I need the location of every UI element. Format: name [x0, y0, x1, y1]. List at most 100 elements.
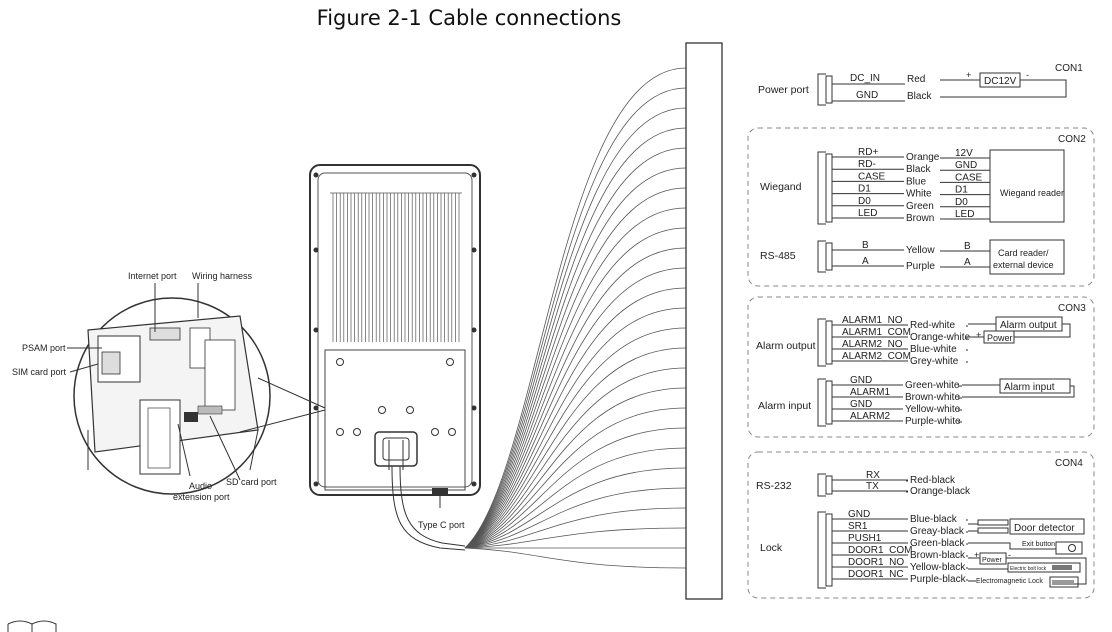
- alarm-out-rows-pin: ALARM2_NO: [842, 339, 903, 350]
- rs485-rows-target: B: [964, 241, 971, 252]
- rs485-rows-target: A: [964, 257, 971, 268]
- type-c-port-socket: [432, 488, 448, 494]
- fan-wire: [464, 187, 687, 549]
- wiegand-rows-target: 12V: [955, 148, 973, 159]
- fan-wire: [464, 127, 687, 549]
- fan-wire: [464, 147, 687, 549]
- power-port-group-label: Power port: [758, 84, 809, 96]
- alarm-out-rows-color: Blue-white: [910, 344, 957, 355]
- rs232-rows-pin: RX: [866, 470, 880, 481]
- wiring-harness-label: Wiring harness: [192, 271, 253, 281]
- lock-rows-color: Blue-black: [910, 514, 958, 525]
- alarm-output-device-label: Alarm output: [1000, 320, 1057, 331]
- sd-card-port-label: SD card port: [226, 477, 277, 487]
- con1-section: CON1 Power port DC_IN GND Red Black + - …: [758, 63, 1083, 106]
- door-detector-label: Door detector: [1014, 523, 1075, 534]
- psam-port-label: PSAM port: [22, 343, 66, 353]
- lock-rows-pin: DOOR1_COM: [848, 545, 912, 556]
- con1-minus: -: [1026, 70, 1029, 80]
- alarm-in-rows-pin: ALARM2: [850, 411, 890, 422]
- wiegand-rows-color: White: [906, 189, 932, 200]
- wiegand-rows-color: Blue: [906, 176, 926, 187]
- rs232-rows-color: Orange-black: [910, 486, 971, 497]
- figure-title: Figure 2-1 Cable connections: [316, 6, 622, 30]
- con1-color-2: Black: [907, 91, 932, 102]
- wiegand-rows-pin: CASE: [858, 171, 886, 182]
- rs485-group-label: RS-485: [760, 250, 796, 262]
- con2-label: CON2: [1058, 134, 1086, 145]
- con4-power-label: Power: [982, 557, 1003, 564]
- device-leaders: [67, 283, 441, 508]
- wiegand-rows-pin: RD+: [858, 147, 878, 158]
- alarm-out-rows-pin: ALARM1_COM: [842, 327, 911, 338]
- fan-wire: [464, 547, 687, 569]
- fan-wire: [464, 87, 687, 549]
- note-book-icon: [7, 620, 57, 632]
- wiegand-reader-label: Wiegand reader: [1000, 188, 1064, 198]
- alarm-input-device-label: Alarm input: [1004, 382, 1055, 393]
- fan-wire: [464, 307, 687, 549]
- rs485-rows-pin: B: [862, 240, 869, 251]
- wiegand-rows-pin: D1: [858, 184, 871, 195]
- wiegand-rows-color: Brown: [906, 213, 934, 224]
- con1-plus: +: [966, 70, 971, 80]
- wiegand-rows-pin: LED: [858, 208, 877, 219]
- fan-wire: [464, 207, 687, 549]
- fan-wire: [464, 387, 687, 549]
- fan-wire: [464, 507, 687, 549]
- cable-fan-wires: [464, 67, 687, 569]
- alarm-in-rows-color: Yellow-white: [905, 404, 961, 415]
- audio-label-line1: Audio: [189, 481, 212, 491]
- wiegand-rows-color: Orange: [906, 152, 940, 163]
- alarm-in-rows-color: Green-white: [905, 380, 960, 391]
- wiegand-group-label: Wiegand: [760, 181, 802, 193]
- wiegand-rows-target: D1: [955, 185, 968, 196]
- electromagnetic-lock-label: Electromagnetic Lock: [976, 578, 1043, 585]
- alarm-output-group-label: Alarm output: [756, 340, 816, 352]
- fan-wire: [464, 107, 687, 549]
- exit-button-label: Exit button: [1022, 541, 1055, 548]
- lock-rows-pin: SR1: [848, 521, 868, 532]
- fan-wire: [464, 247, 687, 549]
- con1-pin-1: DC_IN: [850, 73, 880, 84]
- fan-wire: [464, 367, 687, 549]
- rs232-rows-pin: TX: [866, 481, 879, 492]
- fan-wire: [464, 487, 687, 549]
- fan-wire: [464, 67, 687, 549]
- lock-rows-color: Green-black: [910, 538, 965, 549]
- fan-wire: [464, 327, 687, 549]
- fan-wire: [464, 347, 687, 549]
- con4-label: CON4: [1055, 458, 1083, 469]
- fan-wire: [464, 427, 687, 549]
- rs485-rows-color: Yellow: [906, 245, 935, 256]
- fan-wire: [464, 287, 687, 549]
- fan-wire: [464, 407, 687, 549]
- alarm-in-rows-color: Brown-white: [905, 392, 960, 403]
- rs485-device-line1: Card reader/: [998, 248, 1049, 258]
- dc12v-label: DC12V: [984, 76, 1017, 87]
- alarm-out-rows-pin: ALARM1_NO: [842, 315, 903, 326]
- lock-rows-color: Greay-black: [910, 526, 965, 537]
- con1-label: CON1: [1055, 63, 1083, 74]
- rs232-rows-color: Red-black: [910, 475, 956, 486]
- heat-sink-fins: [330, 192, 462, 342]
- alarm-out-rows-color: Grey-white: [910, 356, 959, 367]
- alarm-out-rows-pin: ALARM2_COM: [842, 351, 911, 362]
- alarm-in-rows-pin: ALARM1: [850, 387, 890, 398]
- alarm-in-rows-pin: GND: [850, 399, 872, 410]
- cable-gland: [374, 431, 418, 470]
- wiegand-rows-target: LED: [955, 209, 974, 220]
- wiegand-rows-target: CASE: [955, 172, 983, 183]
- wiegand-rows-color: Black: [906, 164, 931, 175]
- rs485-rows-pin: A: [862, 256, 869, 267]
- fan-wire: [464, 447, 687, 549]
- lock-group-label: Lock: [760, 542, 783, 554]
- sim-card-port-label: SIM card port: [12, 367, 67, 377]
- lock-rows-pin: DOOR1_NC: [848, 569, 904, 580]
- alarm-input-group-label: Alarm input: [758, 400, 811, 412]
- rs485-rows-color: Purple: [906, 261, 935, 272]
- alarm-out-rows-color: Red-white: [910, 320, 955, 331]
